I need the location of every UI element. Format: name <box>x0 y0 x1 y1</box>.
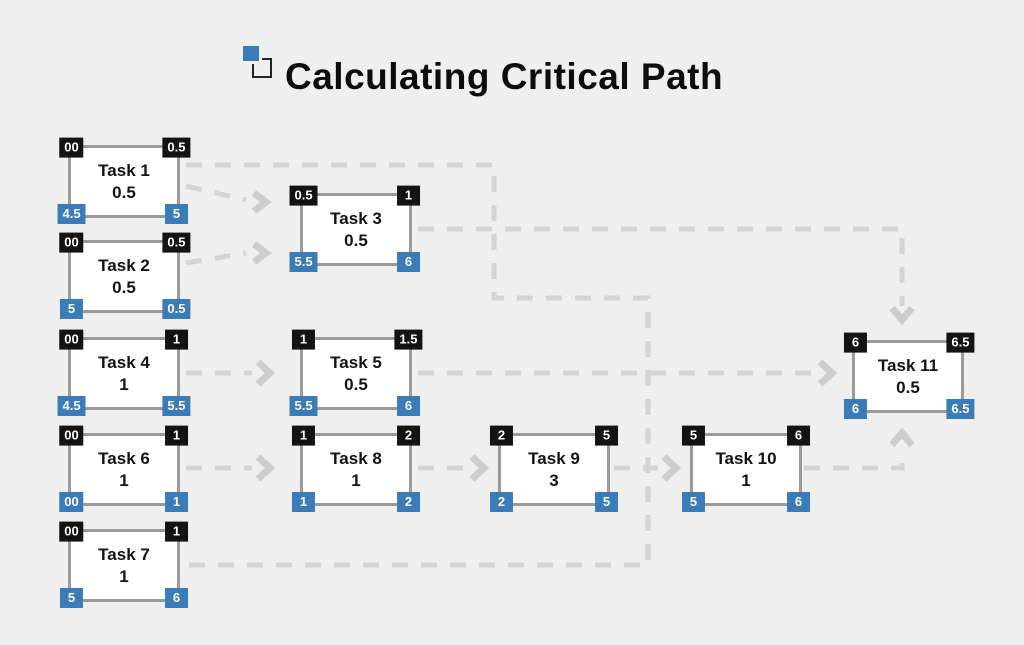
task-7-name-label: Task 7 <box>98 545 150 565</box>
task-6-duration-label: 1 <box>119 470 129 490</box>
task-8-early-finish-badge: 2 <box>397 425 421 446</box>
task-11-late-finish-badge: 6.5 <box>946 399 975 419</box>
task-5-late-finish-badge: 6 <box>397 396 421 416</box>
task-1-box: Task 1 0.5 00 0.5 4.5 5 <box>57 137 191 224</box>
task-10-early-finish-badge: 6 <box>787 425 811 446</box>
task-10-box: Task 10 1 5 6 5 6 <box>681 425 811 512</box>
task-4-late-finish-badge: 5.5 <box>162 396 191 416</box>
arrowhead-task2-task3 <box>251 241 272 265</box>
task-7-early-finish-badge: 1 <box>165 521 189 542</box>
task-11-duration-label: 0.5 <box>896 377 920 397</box>
task-5-early-finish-badge: 1.5 <box>394 329 423 350</box>
task-6-box: Task 6 1 00 1 00 1 <box>59 425 189 512</box>
task-5-box: Task 5 0.5 1 1.5 5.5 6 <box>289 329 423 416</box>
task-9-late-start-badge: 2 <box>489 492 513 512</box>
task-11-early-finish-badge: 6.5 <box>946 332 975 353</box>
task-5-early-start-badge: 1 <box>291 329 315 350</box>
connector-task2-task3 <box>185 250 247 266</box>
task-6-early-start-badge: 00 <box>59 425 84 446</box>
task-3-box: Task 3 0.5 0.5 1 5.5 6 <box>289 185 421 272</box>
header: Calculating Critical Path <box>243 46 723 97</box>
task-4-early-finish-badge: 1 <box>165 329 189 350</box>
task-9-early-finish-badge: 5 <box>595 425 619 446</box>
arrowhead-task5-task11 <box>817 359 838 387</box>
task-6-late-start-badge: 00 <box>59 492 84 512</box>
task-10-early-start-badge: 5 <box>681 425 705 446</box>
task-11-late-start-badge: 6 <box>843 399 867 419</box>
task-8-early-start-badge: 1 <box>291 425 315 446</box>
task-3-name-label: Task 3 <box>330 209 382 229</box>
connector-task1-task3 <box>185 183 247 203</box>
task-10-late-finish-badge: 6 <box>787 492 811 512</box>
arrowhead-task6-task8 <box>255 454 276 482</box>
task-1-late-finish-badge: 5 <box>165 204 189 224</box>
arrowhead-task3-task11 <box>889 305 915 326</box>
task-2-early-finish-badge: 0.5 <box>162 232 191 253</box>
task-8-duration-label: 1 <box>351 470 361 490</box>
connector-task3-task11 <box>418 226 905 306</box>
task-9-duration-label: 3 <box>549 470 559 490</box>
task-1-late-start-badge: 4.5 <box>57 204 86 224</box>
page-title: Calculating Critical Path <box>285 56 724 97</box>
task-11-box: Task 11 0.5 6 6.5 6 6.5 <box>843 332 975 419</box>
task-10-late-start-badge: 5 <box>681 492 705 512</box>
task-2-name-label: Task 2 <box>98 256 150 276</box>
task-8-box: Task 8 1 1 2 1 2 <box>291 425 421 512</box>
task-7-early-start-badge: 00 <box>59 521 84 542</box>
task-8-name-label: Task 8 <box>330 449 382 469</box>
task-4-duration-label: 1 <box>119 374 129 394</box>
task-6-early-finish-badge: 1 <box>165 425 189 446</box>
task-3-early-finish-badge: 1 <box>397 185 421 206</box>
task-1-duration-label: 0.5 <box>112 182 136 202</box>
task-3-early-start-badge: 0.5 <box>289 185 318 206</box>
task-9-box: Task 9 3 2 5 2 5 <box>489 425 619 512</box>
task-6-name-label: Task 6 <box>98 449 150 469</box>
task-4-box: Task 4 1 00 1 4.5 5.5 <box>57 329 191 416</box>
task-9-early-start-badge: 2 <box>489 425 513 446</box>
task-3-late-start-badge: 5.5 <box>289 252 318 272</box>
task-8-late-finish-badge: 2 <box>397 492 421 512</box>
task-2-box: Task 2 0.5 00 0.5 5 0.5 <box>59 232 191 319</box>
arrowhead-task9-task10 <box>661 454 682 482</box>
task-7-box: Task 7 1 00 1 5 6 <box>59 521 189 608</box>
task-7-late-finish-badge: 6 <box>165 588 189 608</box>
task-3-late-finish-badge: 6 <box>397 252 421 272</box>
task-8-late-start-badge: 1 <box>291 492 315 512</box>
arrowhead-task1-task3 <box>251 190 272 214</box>
arrowhead-task4-task5 <box>255 359 276 387</box>
task-10-duration-label: 1 <box>741 470 751 490</box>
task-6-late-finish-badge: 1 <box>165 492 189 512</box>
task-7-late-start-badge: 5 <box>59 588 83 608</box>
arrowhead-task8-task9 <box>469 454 490 482</box>
task-1-early-start-badge: 00 <box>59 137 84 158</box>
arrowhead-task10-task11 <box>889 427 915 448</box>
task-10-name-label: Task 10 <box>715 449 777 469</box>
task-9-late-finish-badge: 5 <box>595 492 619 512</box>
outline-square-icon-part <box>252 58 272 78</box>
task-5-late-start-badge: 5.5 <box>289 396 318 416</box>
task-4-early-start-badge: 00 <box>59 329 84 350</box>
task-4-name-label: Task 4 <box>98 353 150 373</box>
task-7-duration-label: 1 <box>119 566 129 586</box>
task-2-late-finish-badge: 0.5 <box>162 299 191 319</box>
task-5-name-label: Task 5 <box>330 353 382 373</box>
task-2-early-start-badge: 00 <box>59 232 84 253</box>
overlapping-squares-icon <box>243 46 273 80</box>
blue-square-icon-part <box>243 46 262 64</box>
task-4-late-start-badge: 4.5 <box>57 396 86 416</box>
task-9-name-label: Task 9 <box>528 449 580 469</box>
task-5-duration-label: 0.5 <box>344 374 368 394</box>
connector-task10-task11 <box>804 452 905 471</box>
task-1-early-finish-badge: 0.5 <box>162 137 191 158</box>
task-3-duration-label: 0.5 <box>344 230 368 250</box>
task-11-name-label: Task 11 <box>877 356 939 376</box>
task-1-name-label: Task 1 <box>98 161 150 181</box>
task-2-late-start-badge: 5 <box>59 299 83 319</box>
task-2-duration-label: 0.5 <box>112 277 136 297</box>
task-11-early-start-badge: 6 <box>843 332 867 353</box>
